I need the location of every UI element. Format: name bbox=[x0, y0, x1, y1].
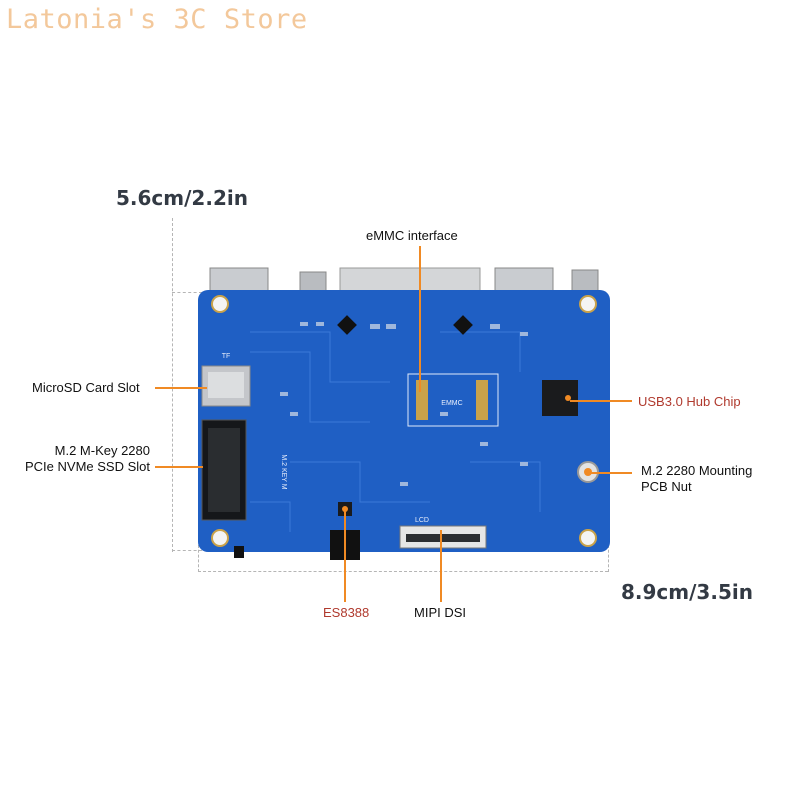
silkscreen-lcd: LCD bbox=[415, 517, 429, 524]
height-guide-top bbox=[172, 292, 202, 293]
width-guide-right bbox=[608, 545, 609, 572]
m2-slot-callout-line1: M.2 M-Key 2280 bbox=[54, 443, 150, 458]
sbc-board-image: TF M.2 KEY M EMMC LCD bbox=[190, 262, 620, 562]
height-guide-line bbox=[172, 218, 173, 552]
mipi-dsi-connector-inner bbox=[406, 534, 480, 542]
m2-nut-callout-line1: M.2 2280 Mounting bbox=[641, 463, 753, 478]
mount-hole-tr bbox=[579, 295, 597, 313]
emmc-outline bbox=[407, 373, 499, 427]
microsd-leader bbox=[155, 387, 207, 389]
smd-components bbox=[280, 322, 528, 486]
pcb bbox=[198, 290, 610, 552]
mount-hole-bl bbox=[211, 529, 229, 547]
width-guide-line bbox=[198, 571, 608, 572]
width-guide-left bbox=[198, 545, 199, 572]
m2-slot-callout: M.2 M-Key 2280 PCIe NVMe SSD Slot bbox=[5, 443, 150, 475]
microsd-callout: MicroSD Card Slot bbox=[32, 380, 140, 395]
silkscreen-m2: M.2 KEY M bbox=[280, 454, 287, 489]
es8388-callout: ES8388 bbox=[323, 605, 370, 620]
pcb-traces bbox=[250, 331, 541, 532]
m2-slot-leader bbox=[155, 466, 203, 468]
reset-button bbox=[234, 546, 244, 558]
emmc-connector-left bbox=[416, 380, 428, 420]
usb-hub-chip bbox=[542, 380, 578, 416]
store-title: Latonia's 3C Store bbox=[6, 4, 308, 35]
width-dimension-label: 8.9cm/3.5in bbox=[621, 580, 753, 604]
m2-nut-marker bbox=[584, 468, 592, 476]
m2-nut-callout: M.2 2280 Mounting PCB Nut bbox=[641, 463, 752, 495]
m2-nut-callout-line2: PCB Nut bbox=[641, 479, 692, 494]
chip-a bbox=[337, 315, 357, 335]
emmc-connector-right bbox=[476, 380, 488, 420]
m2-nut-leader bbox=[590, 472, 632, 474]
height-dimension-label: 5.6cm/2.2in bbox=[116, 186, 248, 210]
mipi-dsi-leader bbox=[440, 530, 442, 602]
usb-hub-callout: USB3.0 Hub Chip bbox=[638, 394, 741, 409]
silkscreen-emmc: EMMC bbox=[441, 400, 462, 407]
mount-hole-tl bbox=[211, 295, 229, 313]
es8388-marker bbox=[342, 506, 348, 512]
chip-b bbox=[453, 315, 473, 335]
m2-slot-callout-line2: PCIe NVMe SSD Slot bbox=[25, 459, 150, 474]
usb-hub-leader bbox=[570, 400, 632, 402]
mount-hole-br bbox=[579, 529, 597, 547]
usb-hub-marker bbox=[565, 395, 571, 401]
es8388-leader bbox=[344, 510, 346, 602]
microsd-slot-inner bbox=[208, 372, 244, 398]
mipi-dsi-callout: MIPI DSI bbox=[414, 605, 467, 620]
height-guide-bottom bbox=[172, 550, 202, 551]
emmc-leader bbox=[419, 246, 421, 392]
board-svg: TF M.2 KEY M EMMC LCD bbox=[198, 267, 610, 560]
emmc-callout: eMMC interface bbox=[366, 228, 458, 243]
m2-slot-inner bbox=[208, 428, 240, 512]
silkscreen-tf: TF bbox=[222, 353, 231, 360]
